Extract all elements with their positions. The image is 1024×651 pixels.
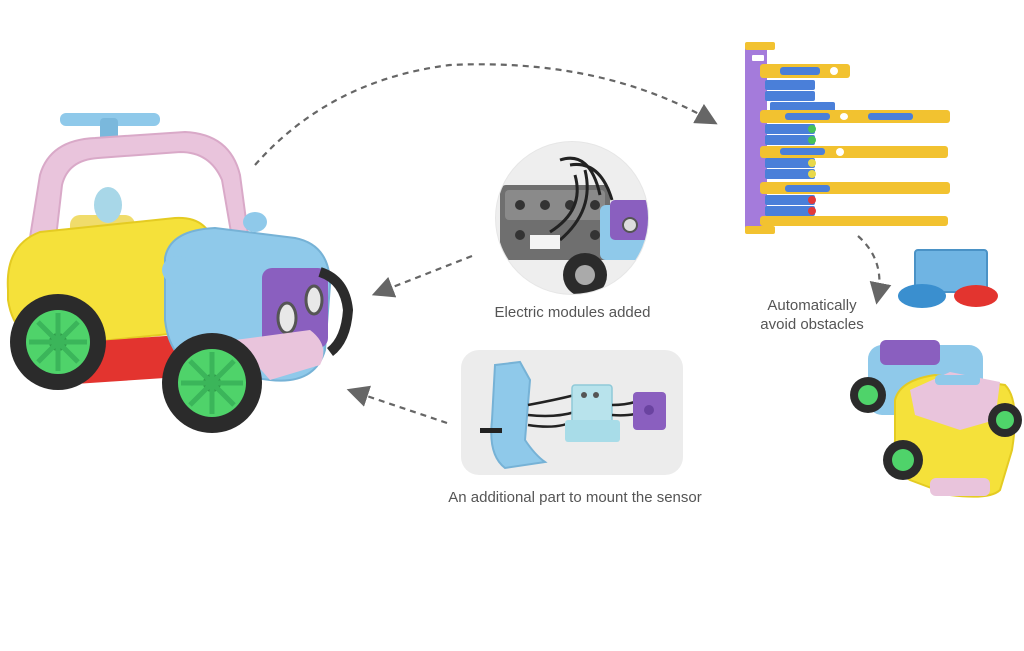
flow-arrows [254, 63, 892, 425]
arrow-car-to-code [254, 63, 718, 166]
block-code-program [745, 42, 950, 234]
arrow-mount-to-car [346, 385, 448, 425]
caption-mount-part: An additional part to mount the sensor [448, 489, 702, 506]
obstacle-sign [898, 249, 998, 308]
caption-electric-modules: Electric modules added [494, 304, 651, 321]
mount-part-inset [461, 350, 683, 475]
main-car [6, 113, 354, 433]
ultrasonic-sensor [262, 268, 328, 348]
arrow-code-to-result [857, 235, 892, 305]
caption-avoid-obstacles: Automatically avoid obstacles [760, 297, 864, 333]
small-car-result [850, 340, 1022, 498]
wheel-rear [10, 294, 106, 390]
arrow-modules-to-car [371, 254, 473, 298]
electric-modules-inset [495, 141, 649, 295]
wheel-front [162, 333, 262, 433]
